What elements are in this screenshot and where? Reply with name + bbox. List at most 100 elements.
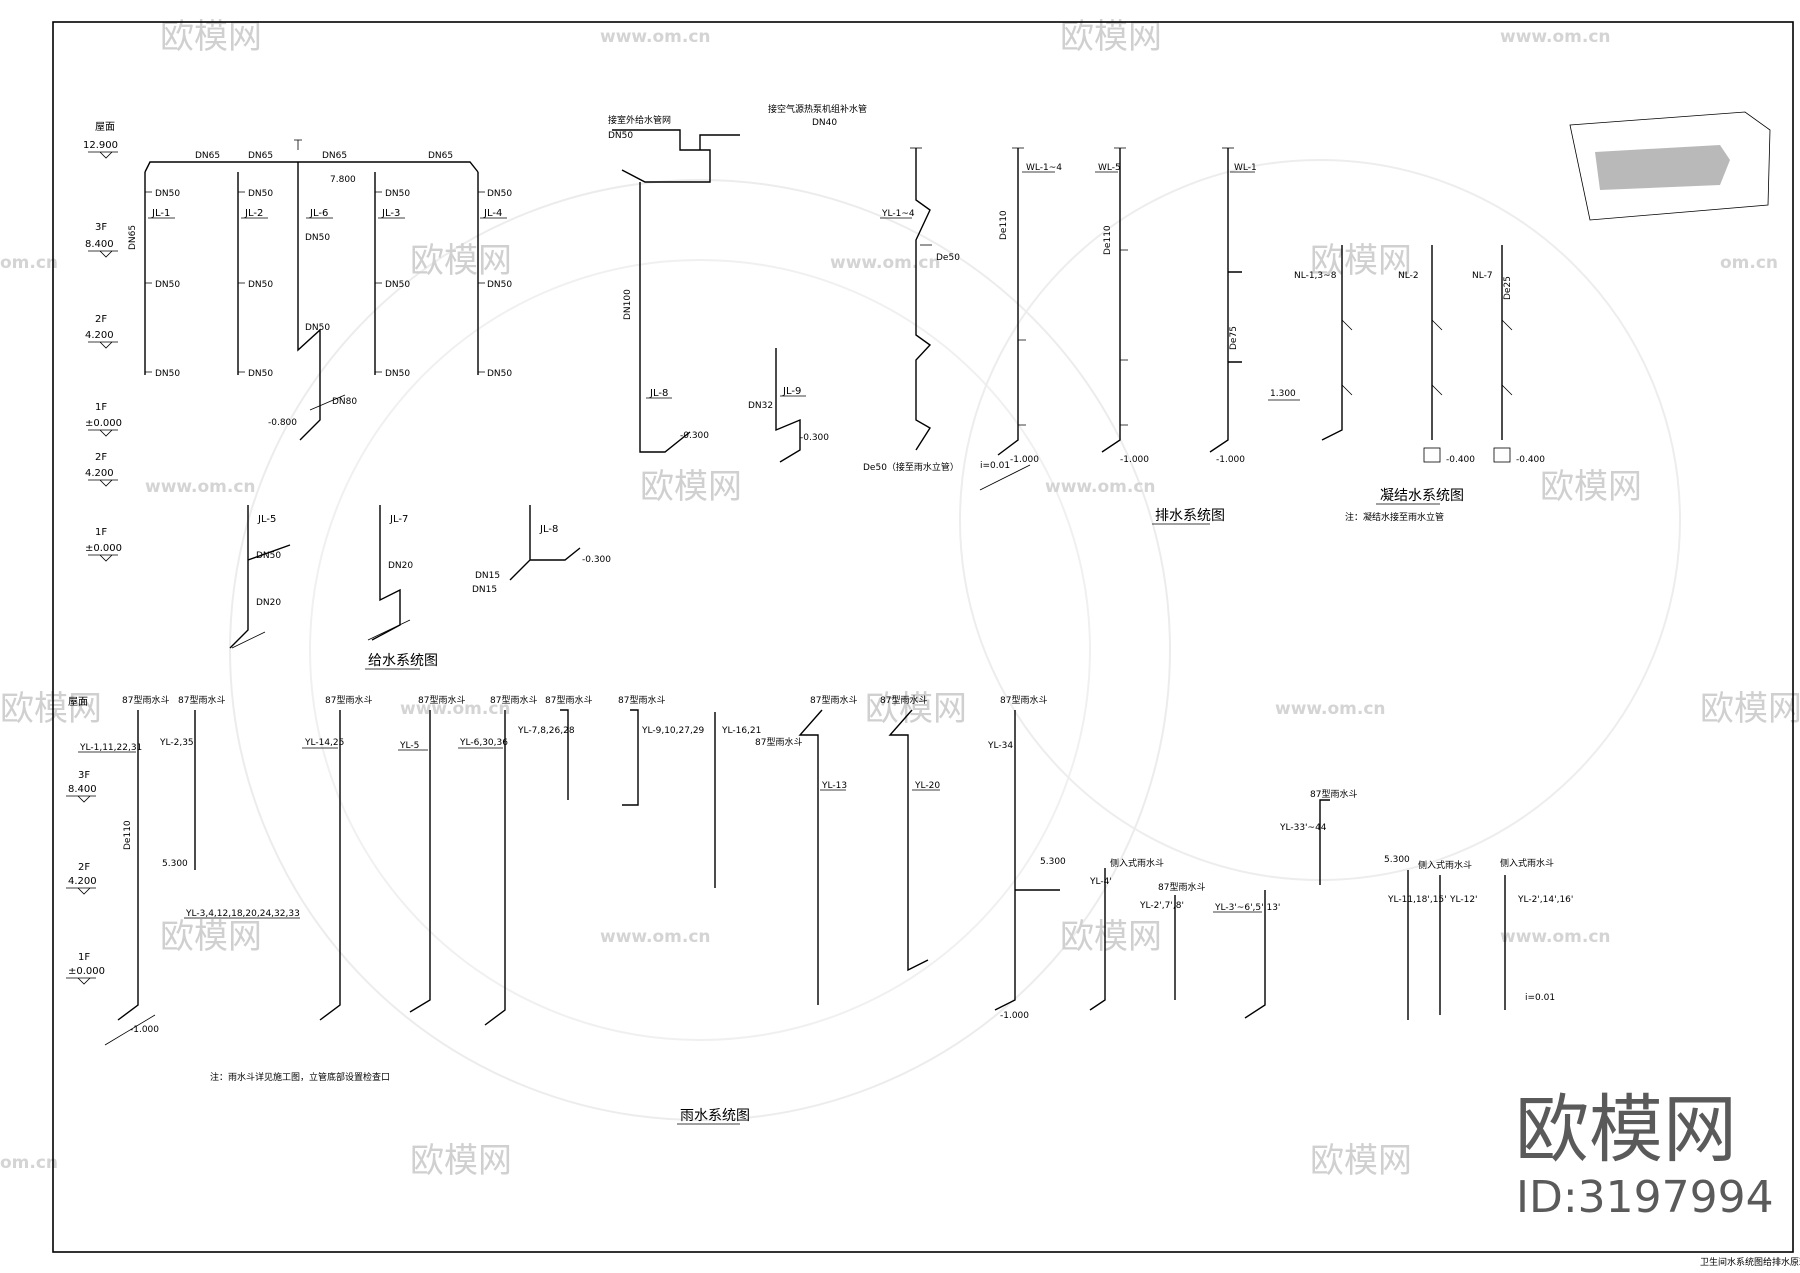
label-jl-8: JL-8 [539,524,558,535]
label-elev-m1000: -1.000 [1000,1011,1029,1021]
label-elev-m1000: -1.000 [1120,455,1149,465]
label-note-heat-pump: 接空气源热泵机组补水管 [768,103,867,115]
watermark-layer: 欧模网 www.om.cn 欧模网 www.om.cn om.cn 欧模网 ww… [0,17,1800,1181]
label-jl-7: JL-7 [389,514,408,525]
label-dn32: DN32 [748,401,773,411]
label-dn15: DN15 [472,585,497,595]
rain-riser-q: 5.300 YL-11,18',15' 侧入式雨水斗 [1384,855,1472,1020]
label-elev-m0300: -0.300 [800,433,829,443]
label-dn40: DN40 [812,118,837,128]
watermark-url: www.om.cn [600,27,711,47]
label-yl: YL-3,4,12,18,20,24,32,33 [185,909,300,919]
riser-jl-2: DN50 DN50 DN50 JL-2 [237,172,273,379]
level-1f: 1F [78,952,90,963]
watermark-url: om.cn [1720,253,1778,273]
watermark-url: om.cn [0,253,58,273]
watermark-logo: 欧模网 [1060,917,1162,957]
label-elev-1300: 1.300 [1270,389,1296,399]
rain-riser-i: 87型雨水斗 YL-13 [798,694,857,1005]
label-dn50: DN50 [256,551,281,561]
drainage-system: YL-1~4 De50 De50（接至雨水立管） WL-1~4 De110 i=… [863,147,1545,525]
label-yl: YL-1,11,22,31 [79,743,142,753]
label-rain-funnel: 87型雨水斗 [1158,881,1205,893]
rain-riser-a: 87型雨水斗 YL-1,11,22,31 De110 -1.000 [78,694,169,1046]
label-yl-1-4: YL-1~4 [881,209,915,219]
watermark-url: www.om.cn [830,253,941,273]
level-1f-elev: ±0.000 [85,418,122,429]
level-1f-elev: ±0.000 [68,966,105,977]
label-drain-bottom-note: De50（接至雨水立管） [863,461,959,473]
label-rain-funnel: 87型雨水斗 [618,694,665,706]
riser-nl-2: NL-2 -0.400 [1398,245,1475,465]
brand-block: 欧模网 ID:3197994 [1515,1087,1774,1223]
label-rain-funnel: 87型雨水斗 [122,694,169,706]
label-yl: YL-3'~6',5',13' [1214,903,1280,913]
watermark-url: www.om.cn [145,477,256,497]
label-dn65: DN65 [248,151,273,161]
label-de110: De110 [999,210,1009,240]
label-elev-7800: 7.800 [330,175,356,185]
label-elev-m0300: -0.300 [582,555,611,565]
riser-jl-6: JL-6 DN50 DN50 -0.800 DN80 [268,162,357,441]
watermark-url: www.om.cn [1500,927,1611,947]
watermark-logo: 欧模网 [1700,689,1800,729]
section-title-condensate: 凝结水系统图 [1380,488,1464,504]
label-rain-funnel: 87型雨水斗 [490,694,537,706]
riser-wl-1-4: WL-1~4 De110 i=0.01 -1.000 [979,147,1062,491]
label-dn20: DN20 [256,598,281,608]
riser-jl-8-long: 接室外给水管网 接空气源热泵机组补水管 DN50 DN40 DN100 JL-8… [608,103,867,453]
label-note-outdoor-main: 接室外给水管网 [608,114,671,126]
label-yl: YL-12' [1449,895,1478,905]
watermark-logo: 欧模网 [1310,241,1412,281]
label-elev-m1000: -1.000 [1010,455,1039,465]
watermark-logo: 欧模网 [640,467,742,507]
label-rain-funnel: 87型雨水斗 [810,694,857,706]
level-roof: 屋面 [95,121,115,133]
section-title-rain: 雨水系统图 [680,1108,750,1124]
footer-label: 卫生间水系统图给排水原理图 [1700,1256,1800,1268]
label-yl: YL-2',7',8' [1139,901,1184,911]
riser-wl-1: WL-1 De75 -1.000 [1209,147,1257,465]
label-rain-funnel: 87型雨水斗 [545,694,592,706]
watermark-logo: 欧模网 [1540,467,1642,507]
key-plan-hatch [1595,145,1730,190]
label-dn15: DN15 [475,571,500,581]
label-yl: YL-16,21 [721,726,761,736]
label-dn50: DN50 [487,369,512,379]
label-dn65: DN65 [322,151,347,161]
label-de50: De50 [936,253,960,263]
label-jl-1: JL-1 [151,208,170,219]
riser-wl-5: WL-5 De110 -1.000 [1095,147,1149,465]
label-dn50: DN50 [305,233,330,243]
level-2f-b-elev: 4.200 [85,468,114,479]
rain-riser-c: 87型雨水斗 YL-14,25 [302,694,372,1021]
rain-riser-f: 87型雨水斗 YL-7,8,26,28 [517,694,592,800]
label-yl: YL-9,10,27,29 [641,726,705,736]
level-marks-left: 屋面 12.900 3F 8.400 2F 4.200 1F ±0.000 2F… [83,121,122,562]
watermark-logo: 欧模网 [865,689,967,729]
label-elev-5300: 5.300 [1040,857,1066,867]
condensate-note: 注：凝结水接至雨水立管 [1345,511,1444,523]
label-dn65: DN65 [195,151,220,161]
label-elev-m0400: -0.400 [1516,455,1545,465]
label-rain-funnel: 87型雨水斗 [1000,694,1047,706]
level-3f-elev: 8.400 [68,784,97,795]
supply-main-header [144,161,479,173]
label-yl: YL-5 [399,741,419,751]
watermark-logo: 欧模网 [160,917,262,957]
level-2f-elev: 4.200 [85,330,114,341]
label-dn50: DN50 [248,189,273,199]
key-plan [1569,111,1771,221]
label-elev-m1000: -1.000 [1216,455,1245,465]
label-dn50: DN50 [385,369,410,379]
label-dn20: DN20 [388,561,413,571]
riser-jl-7: JL-7 DN20 [367,505,413,641]
label-dn50: DN50 [385,280,410,290]
level-3f-elev: 8.400 [85,239,114,250]
level-2f-b: 2F [95,452,107,463]
label-jl-2: JL-2 [244,208,263,219]
label-jl-3: JL-3 [381,208,400,219]
label-yl: YL-33'~44 [1279,823,1327,833]
rain-riser-r: YL-12' [1439,875,1478,1015]
